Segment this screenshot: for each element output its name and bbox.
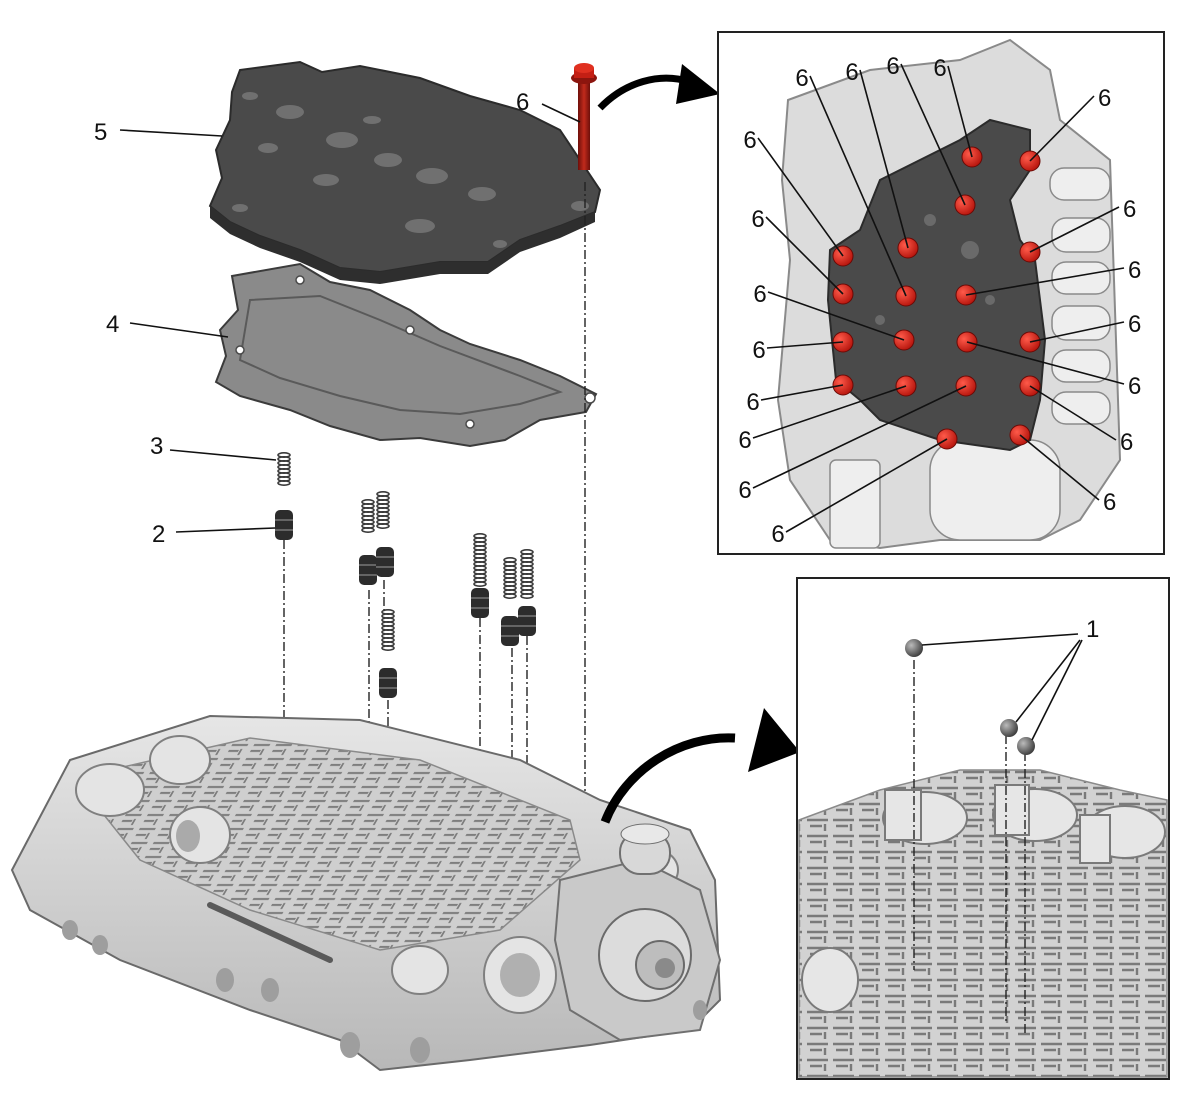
left-callouts: 5 4 3 2 6 (94, 89, 581, 548)
callout-2: 2 (152, 521, 165, 548)
callout-6: 6 (933, 55, 946, 82)
bolt-markers (832, 146, 1041, 450)
callout-6: 6 (738, 477, 751, 504)
inset-check-balls: 1 (796, 577, 1170, 1080)
spring-valve-set (275, 451, 536, 698)
callout-6: 6 (1128, 311, 1141, 338)
valve (359, 555, 377, 585)
spring (520, 548, 534, 599)
zoom-arrow-top (597, 64, 720, 111)
spring (473, 532, 487, 587)
callout-6: 6 (845, 59, 858, 86)
spring (361, 498, 375, 533)
callout-6-bolt: 6 (516, 89, 529, 116)
callout-6: 6 (1123, 196, 1136, 223)
callout-4: 4 (106, 311, 119, 338)
callout-6: 6 (1098, 85, 1111, 112)
callout-6: 6 (738, 427, 751, 454)
callout-6: 6 (753, 281, 766, 308)
callout-6: 6 (746, 389, 759, 416)
valve-body-housing (10, 714, 722, 1072)
valve (376, 547, 394, 577)
valve (518, 606, 536, 636)
callout-5: 5 (94, 119, 107, 146)
callout-6: 6 (795, 65, 808, 92)
callout-1: 1 (1086, 616, 1099, 643)
spring (277, 451, 291, 486)
valve (471, 588, 489, 618)
callout-6: 6 (1103, 489, 1116, 516)
separator-plate (208, 60, 602, 284)
valve (379, 668, 397, 698)
check-ball (905, 639, 923, 657)
callout-6: 6 (752, 337, 765, 364)
check-ball (1000, 719, 1018, 737)
callout-3: 3 (150, 433, 163, 460)
valve (275, 510, 293, 540)
callout-6: 6 (771, 521, 784, 548)
spring (376, 490, 390, 529)
callout-6: 6 (751, 206, 764, 233)
valve (501, 616, 519, 646)
callout-6: 6 (1128, 257, 1141, 284)
callout-6: 6 (743, 127, 756, 154)
zoom-arrow-bottom (600, 708, 800, 824)
spring (503, 556, 517, 599)
gasket (214, 262, 598, 448)
check-ball (1017, 737, 1035, 755)
bolt (571, 63, 597, 170)
callout-6: 6 (886, 53, 899, 80)
check-ball-group: 1 (905, 616, 1099, 1036)
spring (381, 608, 395, 651)
callout-6: 6 (1120, 429, 1133, 456)
callout-6: 6 (1128, 373, 1141, 400)
